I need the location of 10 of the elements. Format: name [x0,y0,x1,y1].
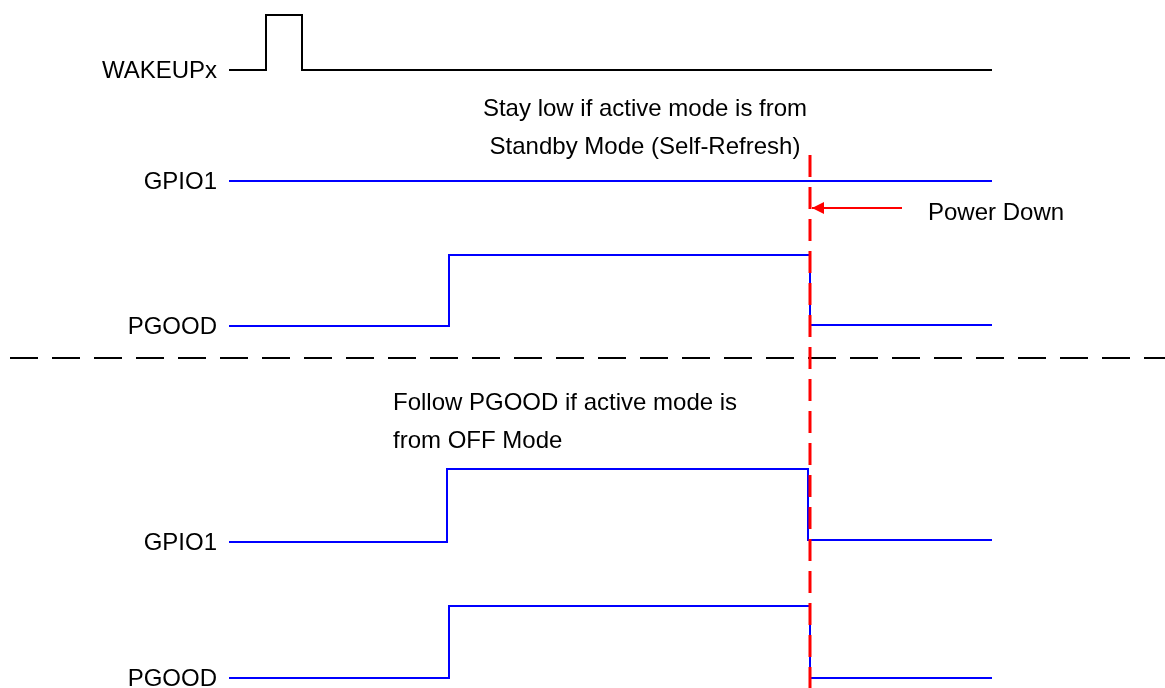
annotation-text: Stay low if active mode is from Standby Mode (Self-Refresh) [481,93,809,161]
signal-name: GPIO1 [143,527,217,557]
signal-name: PGOOD [127,663,217,688]
signal-name: GPIO1 [143,166,217,196]
arrow [811,202,903,214]
annotation-text: Power Down [928,193,1065,231]
marker-line [808,155,812,688]
annotation-text: Follow PGOOD if active mode is from OFF Mode [392,387,739,455]
signal-name: PGOOD [127,311,217,341]
signal-name: WAKEUPx [101,55,217,85]
